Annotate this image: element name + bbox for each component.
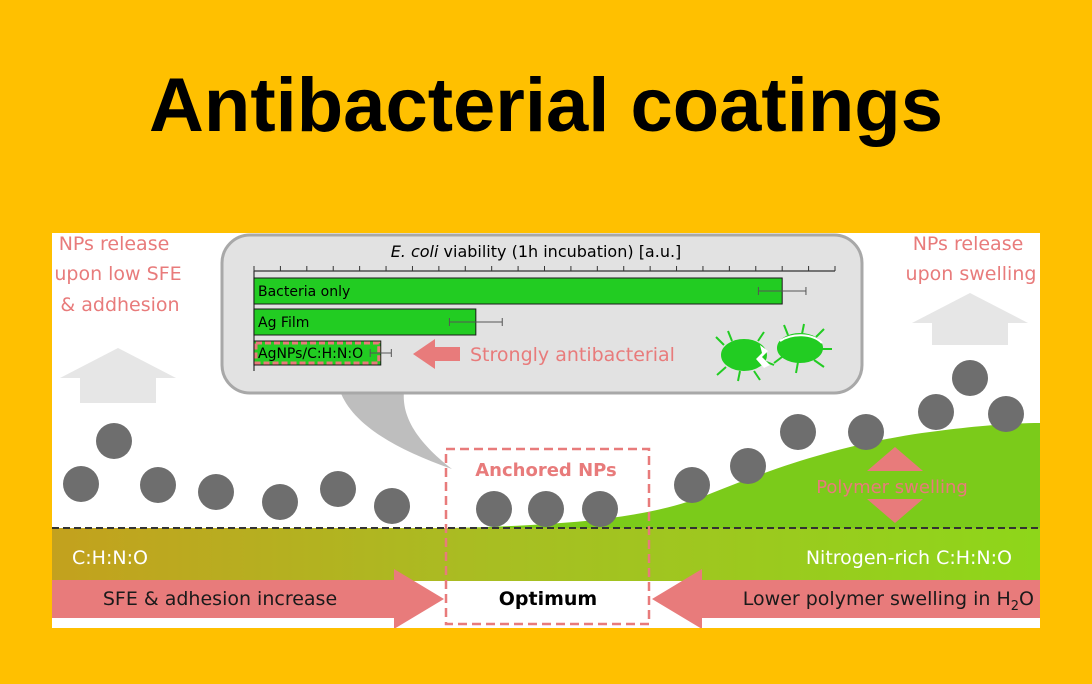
bar-highlight (254, 341, 381, 365)
callout-arrow (413, 339, 460, 369)
particle (952, 360, 988, 396)
particle (848, 414, 884, 450)
particle (476, 491, 512, 527)
diagram-panel: NPs release upon low SFE & addhesion NPs… (52, 233, 1040, 628)
right-layer-label: Nitrogen-rich C:H:N:O (806, 547, 1012, 569)
particle (988, 396, 1024, 432)
coating-layer (52, 528, 1040, 581)
particle (528, 491, 564, 527)
left-bottom-arrow (52, 569, 444, 628)
particle (730, 448, 766, 484)
bubble-tail (340, 391, 452, 469)
left-layer-label: C:H:N:O (72, 547, 148, 569)
diagram-svg: NPs release upon low SFE & addhesion NPs… (52, 233, 1040, 628)
particle (374, 488, 410, 524)
viability-chart: E. coli viability (1h incubation) [a.u.]… (253, 242, 836, 371)
bar-label: AgNPs/C:H:N:O (258, 346, 363, 362)
particle (262, 484, 298, 520)
bacteria-icon-2 (773, 323, 832, 374)
left-note-line-3: & addhesion (60, 294, 179, 316)
particle (63, 466, 99, 502)
anchored-label: Anchored NPs (475, 460, 617, 481)
page-title: Antibacterial coatings (149, 63, 943, 148)
left-note-line-2: upon low SFE (54, 263, 181, 285)
left-note-line-1: NPs release (59, 233, 170, 255)
particle (198, 474, 234, 510)
particle (918, 394, 954, 430)
particle (582, 491, 618, 527)
bar-label: Ag Film (258, 315, 309, 331)
right-bottom-label: Lower polymer swelling in H2O (743, 588, 1034, 614)
right-bottom-arrow (652, 569, 1040, 628)
particle (780, 414, 816, 450)
right-note-line-1: NPs release (913, 233, 1024, 255)
right-up-arrow (912, 293, 1028, 345)
particle (140, 467, 176, 503)
swelling-down-arrow (867, 499, 923, 523)
bar (253, 308, 477, 336)
bacteria-split (756, 345, 770, 368)
swelling-up-arrow (867, 447, 923, 471)
right-note-line-2: upon swelling (906, 263, 1037, 285)
optimum-label: Optimum (499, 588, 597, 610)
bar (253, 277, 783, 305)
bar-label: Bacteria only (258, 284, 350, 300)
bacteria-shell (779, 334, 823, 344)
particle (320, 471, 356, 507)
bar (253, 340, 382, 366)
particle (96, 423, 132, 459)
particles (63, 360, 1024, 527)
polymer-swelling-label: Polymer swelling (816, 477, 968, 498)
anchored-box (444, 447, 651, 626)
left-up-arrow (60, 348, 176, 403)
callout-label: Strongly antibacterial (470, 344, 675, 366)
particle (674, 467, 710, 503)
chart-title: E. coli viability (1h incubation) [a.u.] (391, 242, 682, 261)
left-bottom-label: SFE & adhesion increase (103, 588, 337, 610)
